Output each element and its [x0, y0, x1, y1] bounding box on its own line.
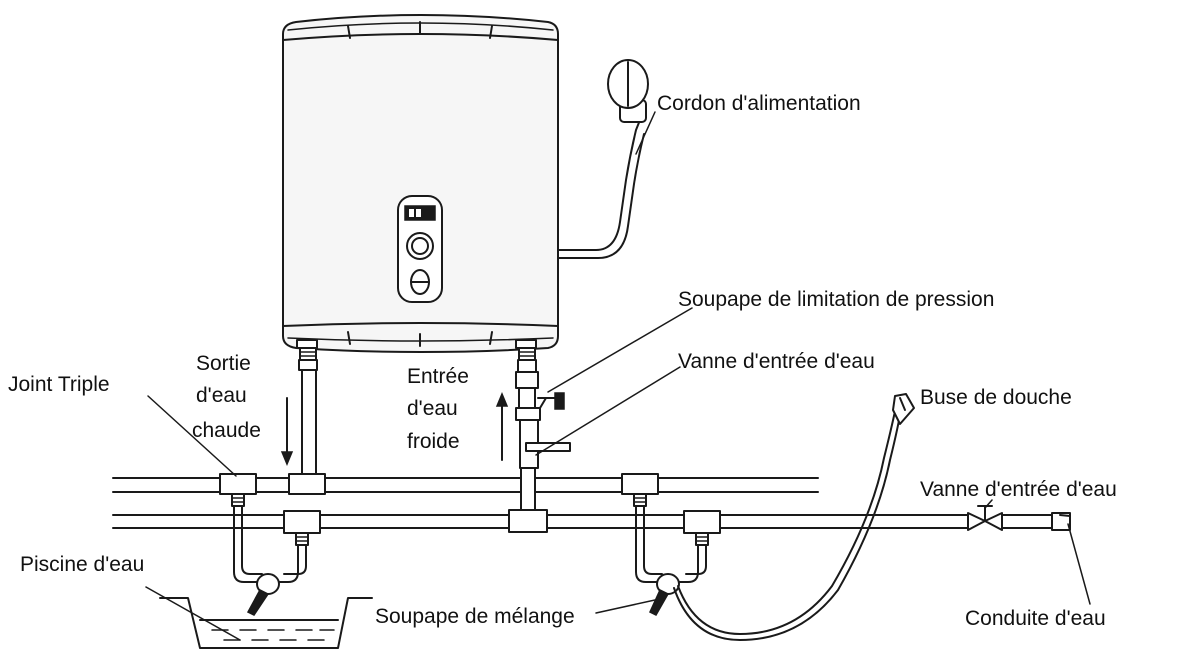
- label-hot-outlet-line2: d'eau: [196, 384, 247, 407]
- triple-joint-lower-left: [283, 510, 321, 546]
- control-panel: [397, 195, 443, 303]
- hot-water-flow-arrow: [280, 397, 294, 466]
- triple-joint-left: [219, 473, 257, 507]
- label-hot-outlet-line3: chaude: [192, 419, 261, 442]
- pressure-relief-valve: [537, 392, 565, 410]
- water-basin: [159, 597, 373, 649]
- label-cold-inlet-line3: froide: [407, 430, 460, 453]
- label-inlet-valve-top: Vanne d'entrée d'eau: [678, 350, 875, 373]
- label-power-cord: Cordon d'alimentation: [657, 92, 861, 115]
- cold-water-inlet: [508, 339, 548, 533]
- label-triple-joint: Joint Triple: [8, 373, 110, 396]
- shower-head: [892, 393, 915, 425]
- power-cord: [557, 59, 649, 259]
- right-inlet-valve: [967, 505, 1003, 531]
- mixing-valve-left: [233, 505, 307, 616]
- label-cold-inlet-line1: Entrée: [407, 365, 469, 388]
- hot-water-outlet: [288, 339, 326, 495]
- shower-hose: [673, 401, 903, 641]
- lower-cold-water-pipe: [112, 514, 1061, 529]
- triple-joint-lower-right: [683, 510, 721, 546]
- label-water-basin: Piscine d'eau: [20, 553, 144, 576]
- triple-joint-right: [621, 473, 659, 507]
- cold-water-flow-arrow: [495, 392, 509, 461]
- label-shower-head: Buse de douche: [920, 386, 1072, 409]
- leader-lines: [145, 111, 1091, 641]
- label-inlet-valve-right: Vanne d'entrée d'eau: [920, 478, 1117, 501]
- water-pipe-end: [1051, 512, 1071, 531]
- label-hot-outlet-line1: Sortie: [196, 352, 251, 375]
- label-mixing-valve: Soupape de mélange: [375, 605, 575, 628]
- label-water-pipe: Conduite d'eau: [965, 607, 1106, 630]
- label-cold-inlet-line2: d'eau: [407, 397, 458, 420]
- upper-hot-water-pipe: [112, 477, 819, 493]
- label-pressure-relief-valve: Soupape de limitation de pression: [678, 288, 994, 311]
- water-heater-tank: [282, 14, 559, 353]
